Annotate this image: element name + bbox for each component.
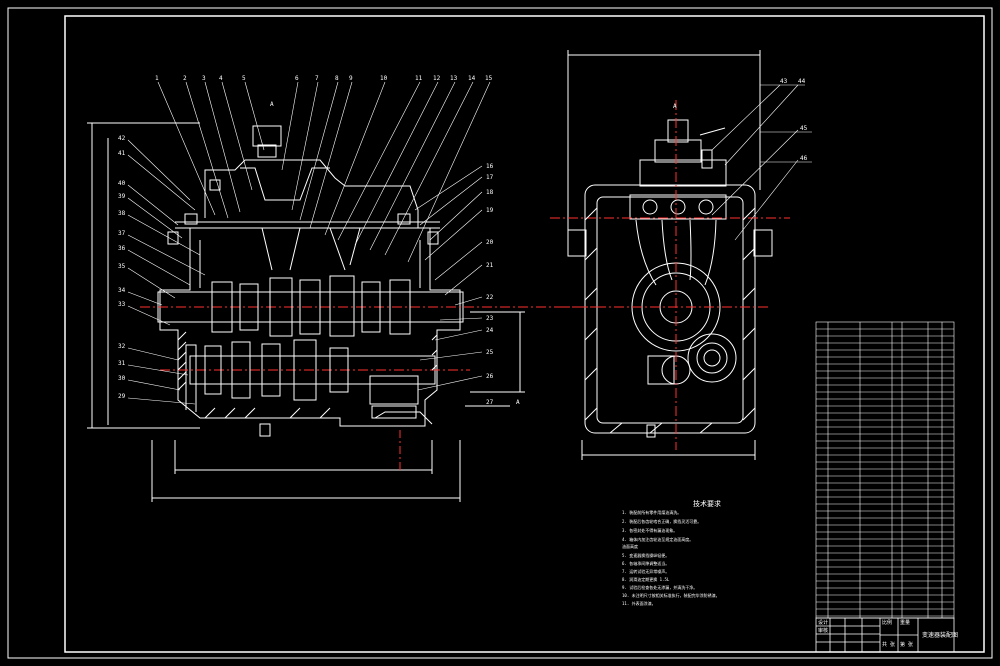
svg-text:11: 11: [415, 75, 423, 82]
svg-text:40: 40: [118, 180, 126, 187]
note-item: 3. 各密封处不得有漏油现象。: [622, 528, 678, 533]
tb-label-review: 审核: [818, 628, 829, 634]
svg-text:45: 45: [800, 125, 808, 132]
left-section-view: [87, 122, 600, 502]
svg-text:32: 32: [118, 343, 126, 350]
tb-label-sheet-no: 第 张: [900, 642, 914, 648]
svg-text:1: 1: [155, 75, 159, 82]
note-item: 6. 各轴承间隙调整适当。: [622, 561, 670, 566]
svg-text:14: 14: [468, 75, 476, 82]
svg-text:13: 13: [450, 75, 458, 82]
svg-text:38: 38: [118, 210, 126, 217]
svg-text:39: 39: [118, 193, 126, 200]
note-item: 2. 装配后各齿轮啮合正确，换挡灵活可靠。: [622, 519, 702, 524]
svg-text:46: 46: [800, 155, 808, 162]
svg-text:41: 41: [118, 150, 126, 157]
svg-text:9: 9: [349, 75, 353, 82]
svg-text:34: 34: [118, 287, 126, 294]
right-leaders: [711, 84, 812, 241]
svg-text:42: 42: [118, 135, 126, 142]
svg-text:30: 30: [118, 375, 126, 382]
note-item: 4. 箱体内加注齿轮油至规定油面高度。: [622, 537, 694, 542]
left-callout-numbers: 1 2 3 4 5 6 7 8 9 10 11 12 13 14 15 42 4…: [118, 75, 520, 406]
svg-text:A: A: [270, 101, 274, 108]
svg-text:29: 29: [118, 393, 126, 400]
svg-text:44: 44: [798, 78, 806, 85]
svg-text:10: 10: [380, 75, 388, 82]
svg-text:27: 27: [486, 399, 494, 406]
svg-text:A: A: [673, 103, 677, 110]
svg-text:43: 43: [780, 78, 788, 85]
note-item: 9. 试验后检查各处无渗漏，并清洗干净。: [622, 585, 698, 590]
svg-text:37: 37: [118, 230, 126, 237]
svg-text:6: 6: [295, 75, 299, 82]
right-end-view: [550, 50, 790, 460]
svg-text:4: 4: [219, 75, 223, 82]
svg-text:26: 26: [486, 373, 494, 380]
note-item: 11. 外表面涂漆。: [622, 601, 656, 606]
right-callout-numbers: 43 44 45 46 A: [673, 78, 808, 162]
note-item: 7. 运转试验无异常噪声。: [622, 569, 670, 574]
note-item: 油面高度: [622, 544, 638, 549]
svg-text:7: 7: [315, 75, 319, 82]
tb-label-weight: 重量: [900, 620, 911, 626]
note-item: 8. 润滑油定期更换 1.5L: [622, 577, 670, 582]
svg-text:17: 17: [486, 174, 494, 181]
tb-label-design: 设计: [818, 620, 829, 626]
svg-text:35: 35: [118, 263, 126, 270]
notes-title: 技术要求: [693, 500, 721, 508]
svg-text:23: 23: [486, 315, 494, 322]
svg-text:8: 8: [335, 75, 339, 82]
svg-text:16: 16: [486, 163, 494, 170]
tb-label-scale: 比例: [882, 620, 893, 626]
left-leaders: [127, 81, 491, 405]
svg-text:22: 22: [486, 294, 494, 301]
svg-text:18: 18: [486, 189, 494, 196]
svg-text:12: 12: [433, 75, 441, 82]
note-item: 1. 装配前所有零件用煤油清洗。: [622, 510, 682, 515]
svg-text:20: 20: [486, 239, 494, 246]
svg-text:25: 25: [486, 349, 494, 356]
title-block: [815, 617, 955, 653]
svg-text:5: 5: [242, 75, 246, 82]
svg-text:36: 36: [118, 245, 126, 252]
svg-text:3: 3: [202, 75, 206, 82]
drawing-name: 变速器装配图: [922, 632, 959, 639]
tb-label-sheets: 共 张: [882, 642, 896, 648]
note-item: 5. 变速器换挡操纵轻便。: [622, 553, 670, 558]
svg-text:21: 21: [486, 262, 494, 269]
svg-text:A: A: [516, 399, 520, 406]
svg-text:15: 15: [485, 75, 493, 82]
svg-text:31: 31: [118, 360, 126, 367]
svg-text:19: 19: [486, 207, 494, 214]
svg-text:24: 24: [486, 327, 494, 334]
svg-text:2: 2: [183, 75, 187, 82]
parts-list-rows: [816, 328, 954, 617]
outer-border: [7, 7, 993, 659]
note-item: 10. 未注明尺寸按相关标准执行，装配完毕涂防锈漆。: [622, 593, 720, 598]
parts-list-table: [815, 321, 955, 619]
svg-text:33: 33: [118, 301, 126, 308]
inner-border: [64, 15, 985, 653]
